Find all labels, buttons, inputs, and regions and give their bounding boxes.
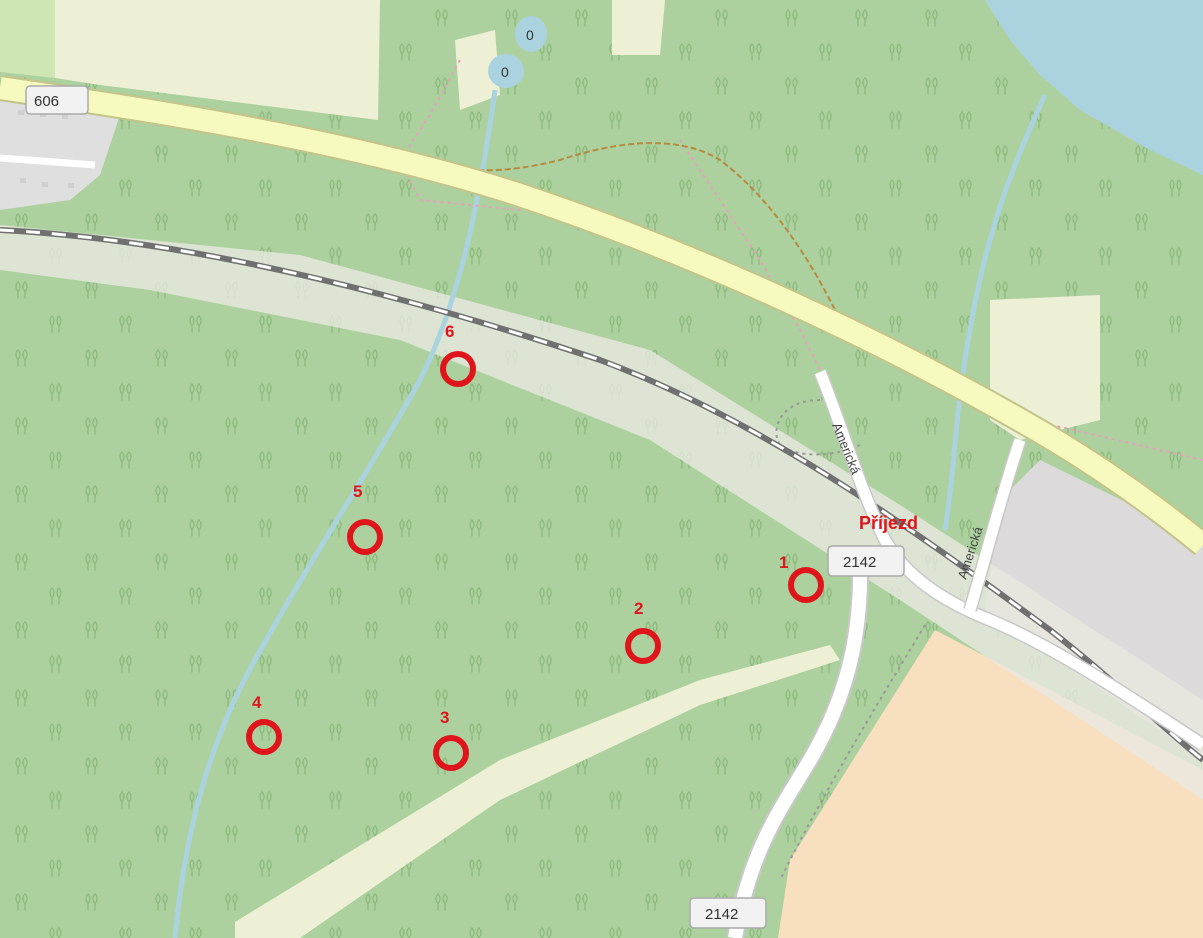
railway-line-dashes [0, 228, 1203, 762]
marker-6-label: 6 [445, 322, 454, 341]
stream-west [172, 89, 498, 938]
arrival-label: Příjezd [859, 513, 918, 533]
railway-embankment [0, 225, 1203, 800]
pond-label-upper: 0 [526, 27, 534, 43]
svg-text:2142: 2142 [843, 554, 876, 571]
residential-area [0, 95, 120, 210]
water-area [985, 0, 1203, 175]
pond-upper [515, 16, 547, 52]
road-2142-fill [728, 559, 868, 938]
farmland-area-pond [455, 30, 500, 110]
marker-3-label: 3 [440, 708, 449, 727]
stream-east [942, 93, 1048, 531]
road-shield-2142-upper: 2142 [827, 545, 905, 577]
farmland-area-north-center [612, 0, 665, 55]
road-americka-north-fill [814, 369, 1203, 750]
sand-area [778, 630, 1203, 938]
marker-1-label: 1 [779, 553, 788, 572]
farmland-area-northwest [0, 0, 55, 78]
track-loop [775, 399, 861, 456]
footpath-3 [1029, 419, 1203, 461]
pond-label-lower: 0 [501, 64, 509, 80]
road-americka-east-fill [964, 438, 1026, 612]
svg-text:606: 606 [34, 93, 59, 110]
svg-text:2142: 2142 [705, 906, 738, 923]
marker-4[interactable]: 4 [246, 693, 282, 755]
clearing-strip-south [235, 645, 840, 938]
farmland-area-north [55, 0, 380, 120]
marker-5[interactable]: 5 [347, 482, 383, 555]
residential-street [0, 154, 96, 169]
road-606 [0, 77, 1203, 554]
marker-4-label: 4 [252, 693, 262, 712]
marker-6[interactable]: 6 [440, 322, 476, 387]
road-shield-606: 606 [25, 85, 89, 115]
road-shield-2142-lower: 2142 [689, 897, 767, 929]
pond-lower [488, 54, 524, 88]
marker-2-label: 2 [634, 599, 643, 618]
marker-2[interactable]: 2 [625, 599, 661, 664]
marker-5-label: 5 [353, 482, 362, 501]
marker-3[interactable]: 3 [433, 708, 469, 771]
marker-1[interactable]: 1 [779, 553, 824, 603]
